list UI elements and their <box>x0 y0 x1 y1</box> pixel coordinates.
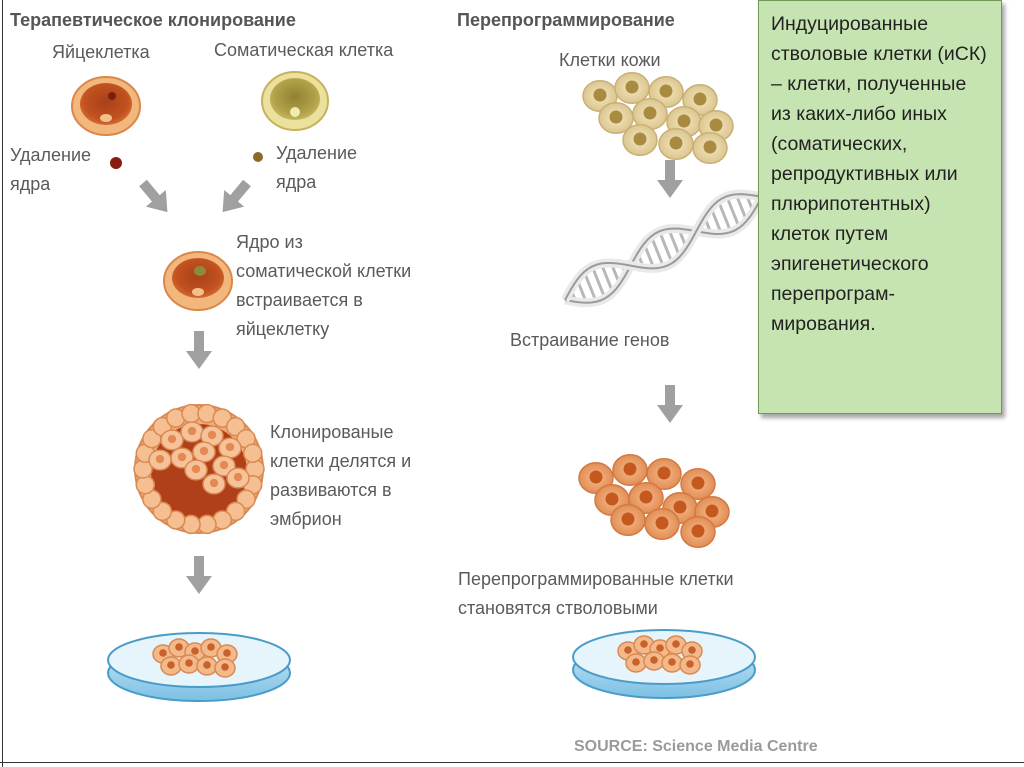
label-removal-right-line1: Удаление <box>276 143 358 163</box>
frame-left-line <box>2 0 3 767</box>
arrow-down-2-icon <box>186 556 212 594</box>
label-removal-left-line2: ядра <box>10 174 51 194</box>
dna-helix-icon <box>561 178 781 308</box>
label-reprogrammed-cells-line2: становятся стволовыми <box>458 598 658 618</box>
label-nucleus-insertion-line4: яйцеклетку <box>236 319 330 339</box>
removed-nucleus-red-icon <box>110 157 122 169</box>
label-nucleus-insertion-line3: встраивается в <box>236 290 363 310</box>
somatic-cell-icon <box>261 71 329 131</box>
title-therapeutic-cloning: Терапевтическое клонирование <box>10 10 296 30</box>
removed-nucleus-olive-icon <box>253 152 263 162</box>
petri-dish-left-icon <box>107 632 291 702</box>
source-credit: SOURCE: Science Media Centre <box>574 738 818 755</box>
label-nucleus-insertion-line2: соматической клетки <box>236 261 412 281</box>
label-nucleus-insertion: Ядро из соматической клетки встраивается… <box>236 228 411 344</box>
label-cloned-cells-line1: Клонированые <box>270 422 394 442</box>
egg-cell-icon <box>71 76 141 136</box>
label-removal-left: Удаление ядра <box>10 141 91 199</box>
label-somatic-cell: Соматическая клетка <box>214 40 394 60</box>
definition-note-text: Индуцированные стволовые клетки (иСК) – … <box>771 13 987 335</box>
definition-note: Индуцированные стволовые клетки (иСК) – … <box>758 0 1002 414</box>
label-removal-right: Удаление ядра <box>276 139 357 197</box>
arrow-down-3-icon <box>657 160 683 198</box>
embryo-icon <box>133 403 265 535</box>
egg-with-nucleus-icon <box>163 251 233 311</box>
label-removal-right-line2: ядра <box>276 172 317 192</box>
label-skin-cells: Клетки кожи <box>559 50 661 70</box>
petri-dish-right-icon <box>572 629 756 699</box>
arrow-diagonal-left-icon <box>133 174 178 221</box>
label-cloned-cells-line4: эмбрион <box>270 509 342 529</box>
label-cloned-cells: Клонированые клетки делятся и развиваютс… <box>270 418 411 534</box>
arrow-down-1-icon <box>186 331 212 369</box>
label-reprogrammed-cells: Перепрограммированные клетки становятся … <box>458 565 734 623</box>
label-cloned-cells-line2: клетки делятся и <box>270 451 412 471</box>
frame-bottom-line <box>0 762 1024 763</box>
label-reprogrammed-cells-line1: Перепрограммированные клетки <box>458 569 734 589</box>
label-cloned-cells-line3: развиваются в <box>270 480 392 500</box>
label-gene-insertion: Встраивание генов <box>510 330 670 350</box>
label-egg-cell: Яйцеклетка <box>52 42 150 62</box>
label-removal-left-line1: Удаление <box>10 145 92 165</box>
stem-cells-icon <box>578 453 730 549</box>
arrow-diagonal-right-icon <box>212 174 257 221</box>
arrow-down-4-icon <box>657 385 683 423</box>
label-nucleus-insertion-line1: Ядро из <box>236 232 303 252</box>
title-reprogramming: Перепрограммирование <box>457 10 675 30</box>
skin-cells-icon <box>582 71 734 165</box>
